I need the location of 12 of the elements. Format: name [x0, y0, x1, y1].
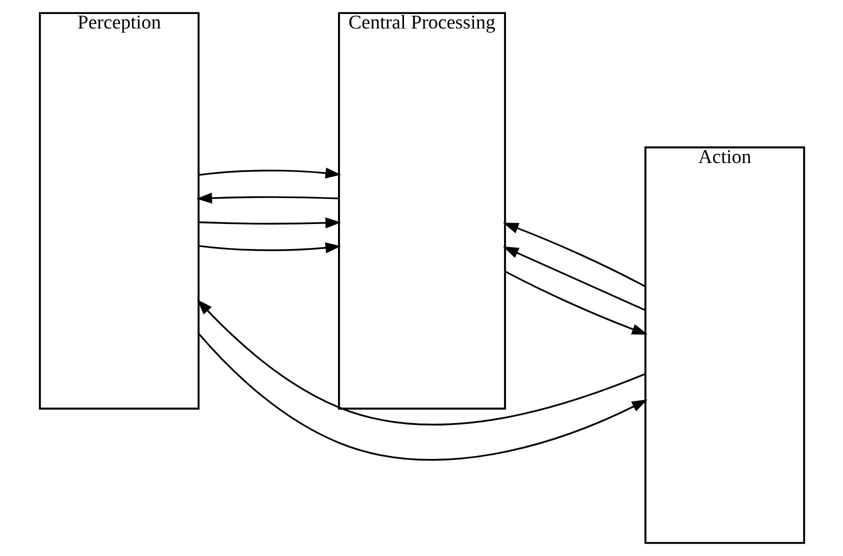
arrow [196, 192, 338, 204]
node-box: Perception [38, 12, 200, 410]
arrow [198, 242, 341, 254]
node-box: Action [644, 146, 805, 544]
node-box: Central Processing [338, 12, 506, 410]
arrow [504, 270, 648, 335]
arrow [198, 333, 648, 461]
arrow [502, 246, 646, 311]
arrow [502, 222, 646, 288]
arrow [196, 299, 646, 426]
arrow [198, 217, 341, 228]
arrow [198, 168, 341, 179]
